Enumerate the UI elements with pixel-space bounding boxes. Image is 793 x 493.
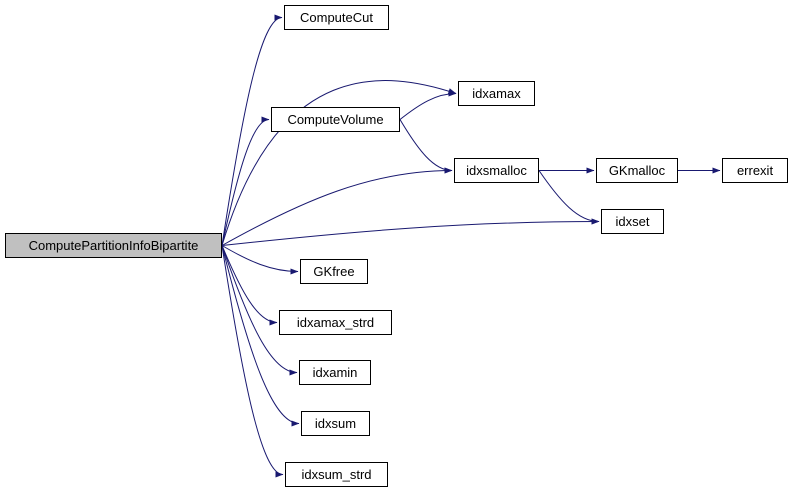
- node-computecut[interactable]: ComputeCut: [284, 5, 389, 30]
- edge-main-to-idxamin: [221, 245, 298, 376]
- edge-main-to-idxamax_strd: [221, 245, 278, 326]
- node-idxamax_strd[interactable]: idxamax_strd: [279, 310, 392, 335]
- edge-main-to-idxsum: [221, 245, 300, 427]
- edge-main-to-gkfree: [221, 245, 299, 275]
- edge-main-to-idxset: [221, 218, 600, 246]
- edge-main-to-computecut: [221, 14, 283, 246]
- edge-main-to-idxsum_strd: [221, 245, 284, 478]
- node-computevolume[interactable]: ComputeVolume: [271, 107, 400, 132]
- edge-computevolume-to-idxamax: [399, 90, 457, 120]
- node-gkmalloc[interactable]: GKmalloc: [596, 158, 678, 183]
- node-idxset[interactable]: idxset: [601, 209, 664, 234]
- edge-main-to-idxsmalloc: [221, 167, 453, 246]
- node-gkfree[interactable]: GKfree: [300, 259, 368, 284]
- edge-main-to-computevolume: [221, 116, 270, 246]
- node-idxamin[interactable]: idxamin: [299, 360, 371, 385]
- edge-computevolume-to-idxsmalloc: [399, 119, 453, 174]
- node-idxamax[interactable]: idxamax: [458, 81, 535, 106]
- node-idxsum_strd[interactable]: idxsum_strd: [285, 462, 388, 487]
- node-idxsmalloc[interactable]: idxsmalloc: [454, 158, 539, 183]
- node-idxsum[interactable]: idxsum: [301, 411, 370, 436]
- node-errexit[interactable]: errexit: [722, 158, 788, 183]
- node-computepartitioninfobipartite[interactable]: ComputePartitionInfoBipartite: [5, 233, 222, 258]
- edge-main-to-idxamax: [221, 80, 457, 246]
- edge-idxsmalloc-to-idxset: [538, 170, 600, 225]
